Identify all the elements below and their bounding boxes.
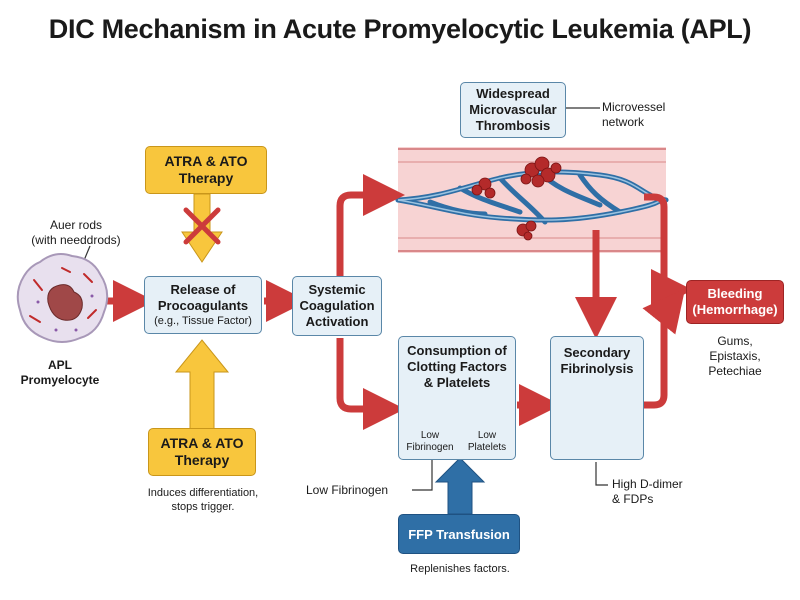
- consumption-line3: & Platelets: [423, 375, 491, 390]
- auer-line1: Auer rods: [49, 218, 103, 232]
- release-sub: (e.g., Tissue Factor): [154, 315, 252, 327]
- auer-rods-label: Auer rods (with needdrods): [24, 218, 128, 248]
- thrombosis-line2: Microvascular: [469, 102, 557, 117]
- microvessel-line2: network: [602, 115, 645, 129]
- therapy-bottom-line2: Therapy: [174, 452, 230, 468]
- consumption-line2: Clotting Factors: [407, 359, 507, 374]
- red-arrows: [106, 174, 693, 430]
- fib-caption-line2: Fibrinogen: [406, 442, 454, 453]
- release-procoagulants-box: Release of Procoagulants (e.g., Tissue F…: [144, 276, 262, 334]
- ddimer-line2: & FDPs: [612, 492, 654, 506]
- therapy-bottom-line1: ATRA & ATO: [160, 435, 244, 451]
- symptoms-line3: Petechiae: [708, 364, 762, 378]
- low-platelets-caption: Low Platelets: [460, 430, 514, 454]
- microvessel-label: Microvessel network: [602, 100, 682, 130]
- bleeding-line2: (Hemorrhage): [692, 302, 778, 317]
- ffp-transfusion-box: FFP Transfusion: [398, 514, 520, 554]
- apl-cell-label: APL Promyelocyte: [10, 358, 110, 388]
- therapy-top-line1: ATRA & ATO: [164, 153, 248, 169]
- microvessel-illustration: [395, 147, 669, 253]
- ddimer-label: High D-dimer & FDPs: [612, 477, 708, 507]
- systemic-coagulation-box: Systemic Coagulation Activation: [292, 276, 382, 336]
- ffp-label: FFP Transfusion: [408, 526, 510, 542]
- consumption-line1: Consumption of: [407, 343, 507, 358]
- thrombosis-line3: Thrombosis: [475, 118, 551, 133]
- therapy-top-line2: Therapy: [178, 170, 234, 186]
- ddimer-line1: High D-dimer: [612, 477, 683, 491]
- bleeding-line1: Bleeding: [707, 286, 763, 301]
- diagram-title: DIC Mechanism in Acute Promyelocytic Leu…: [48, 14, 752, 44]
- release-line2: Procoagulants: [157, 298, 249, 313]
- microvessel-line1: Microvessel: [602, 100, 666, 114]
- release-line1: Release of: [170, 282, 236, 297]
- consumption-box: Consumption of Clotting Factors & Platel…: [398, 336, 516, 460]
- blocked-x-icon: [183, 207, 221, 245]
- systemic-line2: Coagulation: [299, 298, 375, 313]
- systemic-line3: Activation: [305, 314, 369, 329]
- clot-icon: [471, 156, 562, 241]
- cell-label-line1: APL: [48, 358, 72, 372]
- low-fibrinogen-label: Low Fibrinogen: [306, 483, 389, 497]
- cell-label-line2: Promyelocyte: [20, 373, 100, 387]
- bleeding-box: Bleeding (Hemorrhage): [686, 280, 784, 324]
- low-fibrinogen-caption: Low Fibrinogen: [402, 430, 458, 454]
- symptoms-line1: Gums,: [717, 334, 753, 348]
- atra-ato-therapy-top: ATRA & ATO Therapy: [145, 146, 267, 194]
- therapy-note: Induces differentiation, stops trigger.: [128, 486, 278, 514]
- fib-caption-line1: Low: [420, 430, 440, 441]
- symptoms-line2: Epistaxis,: [709, 349, 761, 363]
- atra-ato-therapy-bottom: ATRA & ATO Therapy: [148, 428, 256, 476]
- fibrinolysis-line1: Secondary: [563, 345, 631, 360]
- therapy-note-line1: Induces differentiation,: [147, 487, 259, 499]
- auer-line2: (with needdrods): [31, 233, 121, 247]
- fibrinolysis-box: Secondary Fibrinolysis: [550, 336, 644, 460]
- plt-caption-line1: Low: [477, 430, 497, 441]
- fibrinolysis-line2: Fibrinolysis: [560, 361, 634, 376]
- systemic-line1: Systemic: [308, 282, 366, 297]
- ffp-arrow: [434, 457, 486, 515]
- bleeding-symptoms: Gums, Epistaxis, Petechiae: [692, 334, 778, 379]
- thrombosis-box: Widespread Microvascular Thrombosis: [460, 82, 566, 138]
- therapy-note-line2: stops trigger.: [171, 501, 235, 513]
- apl-cell-icon: [16, 253, 109, 343]
- thrombosis-line1: Widespread: [476, 86, 550, 101]
- plt-caption-line2: Platelets: [467, 442, 507, 453]
- ffp-note: Replenishes factors.: [410, 563, 510, 575]
